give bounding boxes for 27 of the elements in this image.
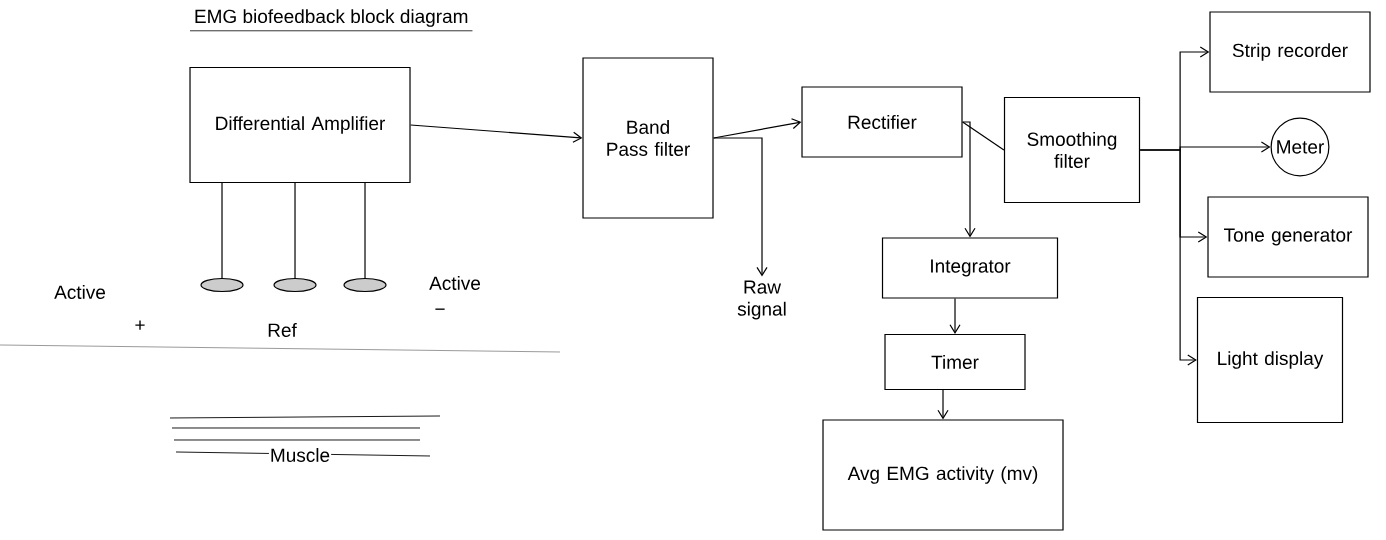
- title: EMG biofeedback block diagram: [189, 9, 473, 32]
- process-box: Smoothing filter: [1003, 96, 1141, 204]
- process-box: Light display: [1196, 296, 1344, 424]
- process-box: Rectifier: [801, 86, 963, 158]
- electrode-label: Active: [429, 276, 481, 290]
- arrow: [1139, 149, 1197, 366]
- process-box: Tone generator: [1207, 196, 1369, 278]
- arrow: [713, 137, 768, 277]
- process-box: Timer: [884, 333, 1026, 391]
- process-box: Differential Amplifier: [189, 66, 411, 184]
- arrow: [937, 389, 949, 420]
- arrow: [410, 124, 583, 143]
- process-box: Avg EMG activity (mv): [822, 419, 1064, 531]
- process-box: Band Pass filter: [582, 57, 714, 219]
- electrode: [200, 277, 244, 293]
- arrow: [962, 121, 976, 238]
- electrode-label: −: [435, 308, 445, 310]
- electrode-label: Ref: [268, 323, 297, 337]
- electrode-label: Active: [54, 285, 106, 299]
- process-box: Integrator: [881, 237, 1059, 299]
- electrode: [273, 277, 317, 293]
- electrode-label: Muscle: [268, 447, 332, 463]
- process-box: Strip recorder: [1209, 11, 1371, 93]
- electrode: [343, 277, 387, 293]
- signal-label: Raw signal: [737, 280, 786, 320]
- electrode-label: +: [135, 320, 145, 330]
- arrow: [949, 298, 961, 334]
